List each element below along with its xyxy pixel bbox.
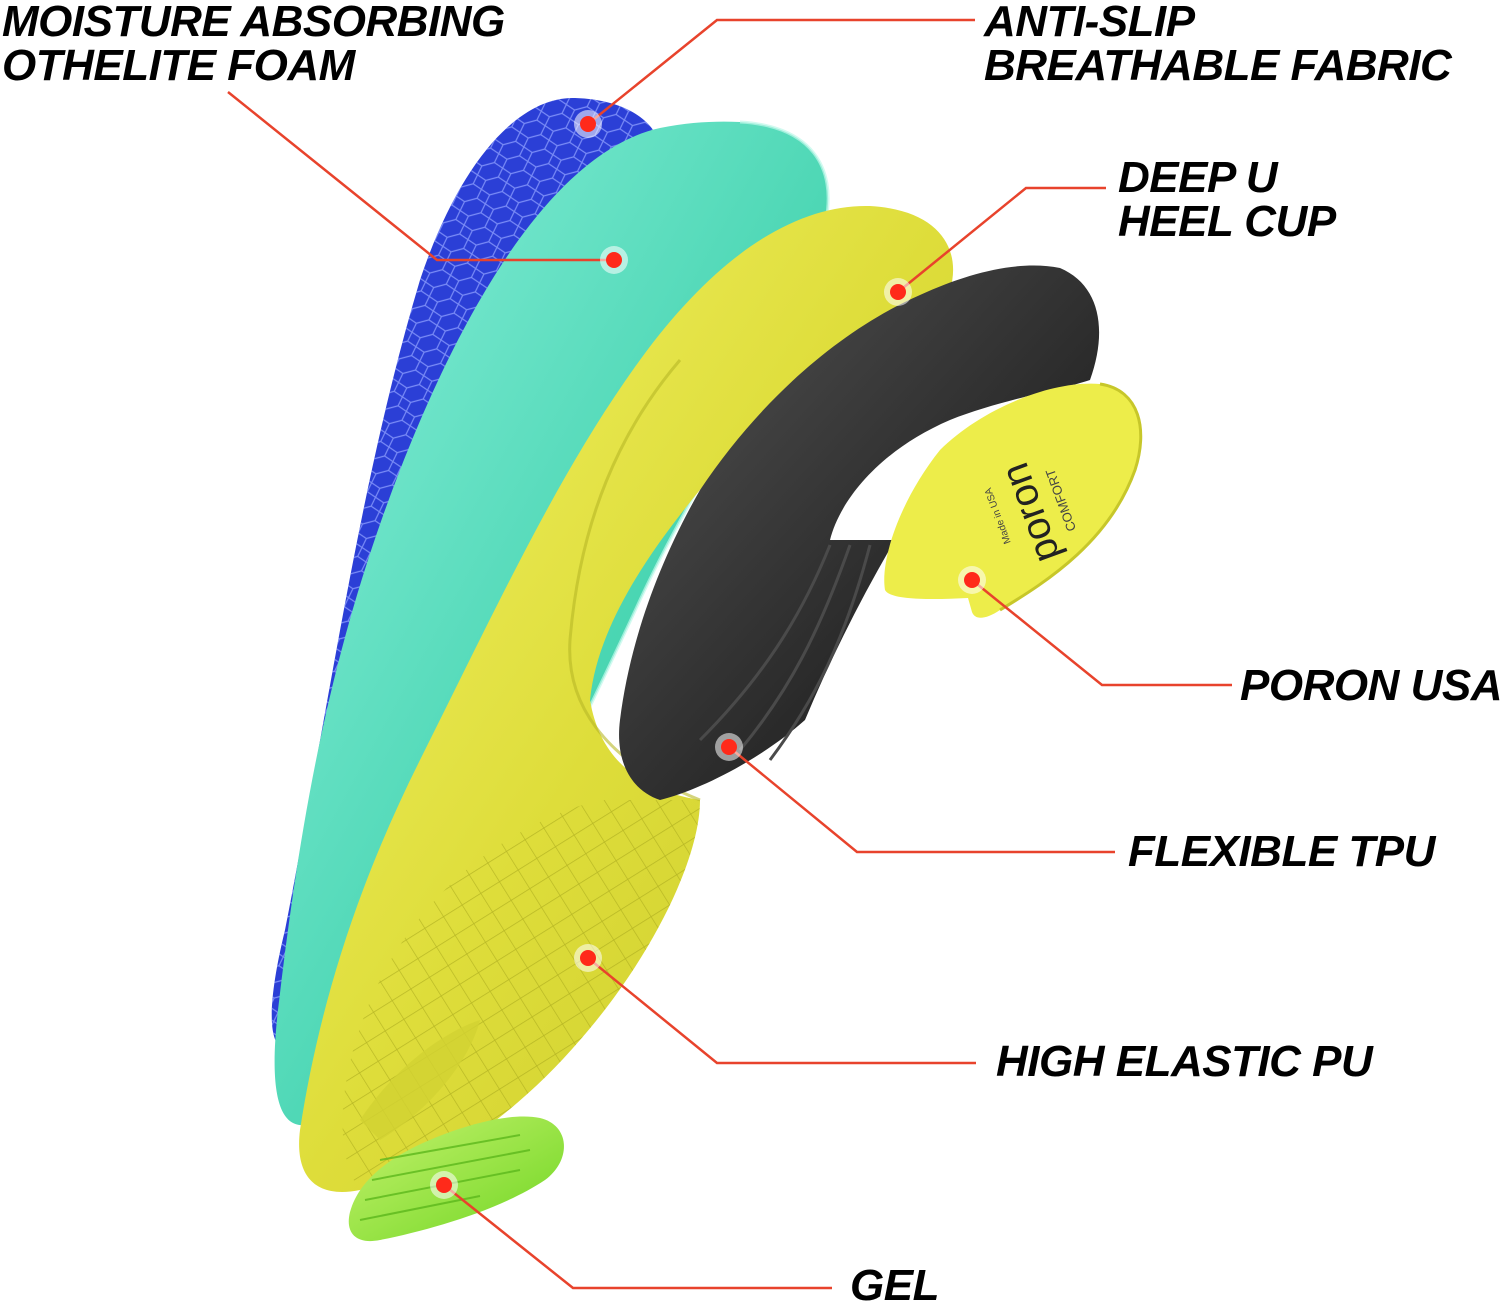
label-flexible-tpu: FLEXIBLE TPU: [1128, 830, 1435, 874]
label-gel: GEL: [850, 1264, 939, 1308]
label-heelcup-line2: HEEL CUP: [1118, 197, 1336, 246]
label-poron-line1: PORON USA: [1240, 661, 1500, 710]
callout-line-poron: [971, 579, 1232, 687]
label-heelcup-line1: DEEP U: [1118, 153, 1278, 202]
label-antislip-line1: ANTI-SLIP: [984, 0, 1195, 46]
callout-dot-tpu: [715, 733, 743, 761]
callout-line-antislip: [587, 18, 975, 125]
callout-line-gel: [443, 1184, 832, 1290]
callout-line-pu: [587, 957, 976, 1065]
label-tpu-line1: FLEXIBLE TPU: [1128, 827, 1435, 876]
label-pu-line1: HIGH ELASTIC PU: [996, 1037, 1373, 1086]
label-moisture-line2: OTHELITE FOAM: [2, 41, 355, 90]
label-poron-usa: PORON USA: [1240, 664, 1500, 708]
callout-line-heelcup: [897, 186, 1106, 293]
callout-dot-pu: [574, 944, 602, 972]
poron-pad: poron COMFORT Made in USA: [884, 382, 1143, 618]
label-moisture-absorbing-foam: MOISTURE ABSORBING OTHELITE FOAM: [2, 0, 505, 88]
label-moisture-line1: MOISTURE ABSORBING: [2, 0, 505, 46]
callout-line-moisture: [227, 91, 614, 262]
callout-dot-heelcup: [884, 278, 912, 306]
callout-dot-poron: [958, 566, 986, 594]
callout-dot-moisture: [600, 246, 628, 274]
label-anti-slip-fabric: ANTI-SLIP BREATHABLE FABRIC: [984, 0, 1452, 90]
flexible-tpu-shell: [619, 265, 1100, 800]
callout-line-tpu: [728, 746, 1115, 854]
label-deep-u-heel-cup: DEEP U HEEL CUP: [1118, 156, 1336, 244]
label-high-elastic-pu: HIGH ELASTIC PU: [996, 1037, 1373, 1086]
label-gel-line1: GEL: [850, 1261, 939, 1310]
callout-dot-antislip: [574, 110, 602, 138]
callout-dot-gel: [430, 1171, 458, 1199]
callout-lines: [227, 18, 1232, 1290]
callout-dots: [430, 110, 986, 1199]
label-antislip-line2: BREATHABLE FABRIC: [984, 41, 1452, 90]
